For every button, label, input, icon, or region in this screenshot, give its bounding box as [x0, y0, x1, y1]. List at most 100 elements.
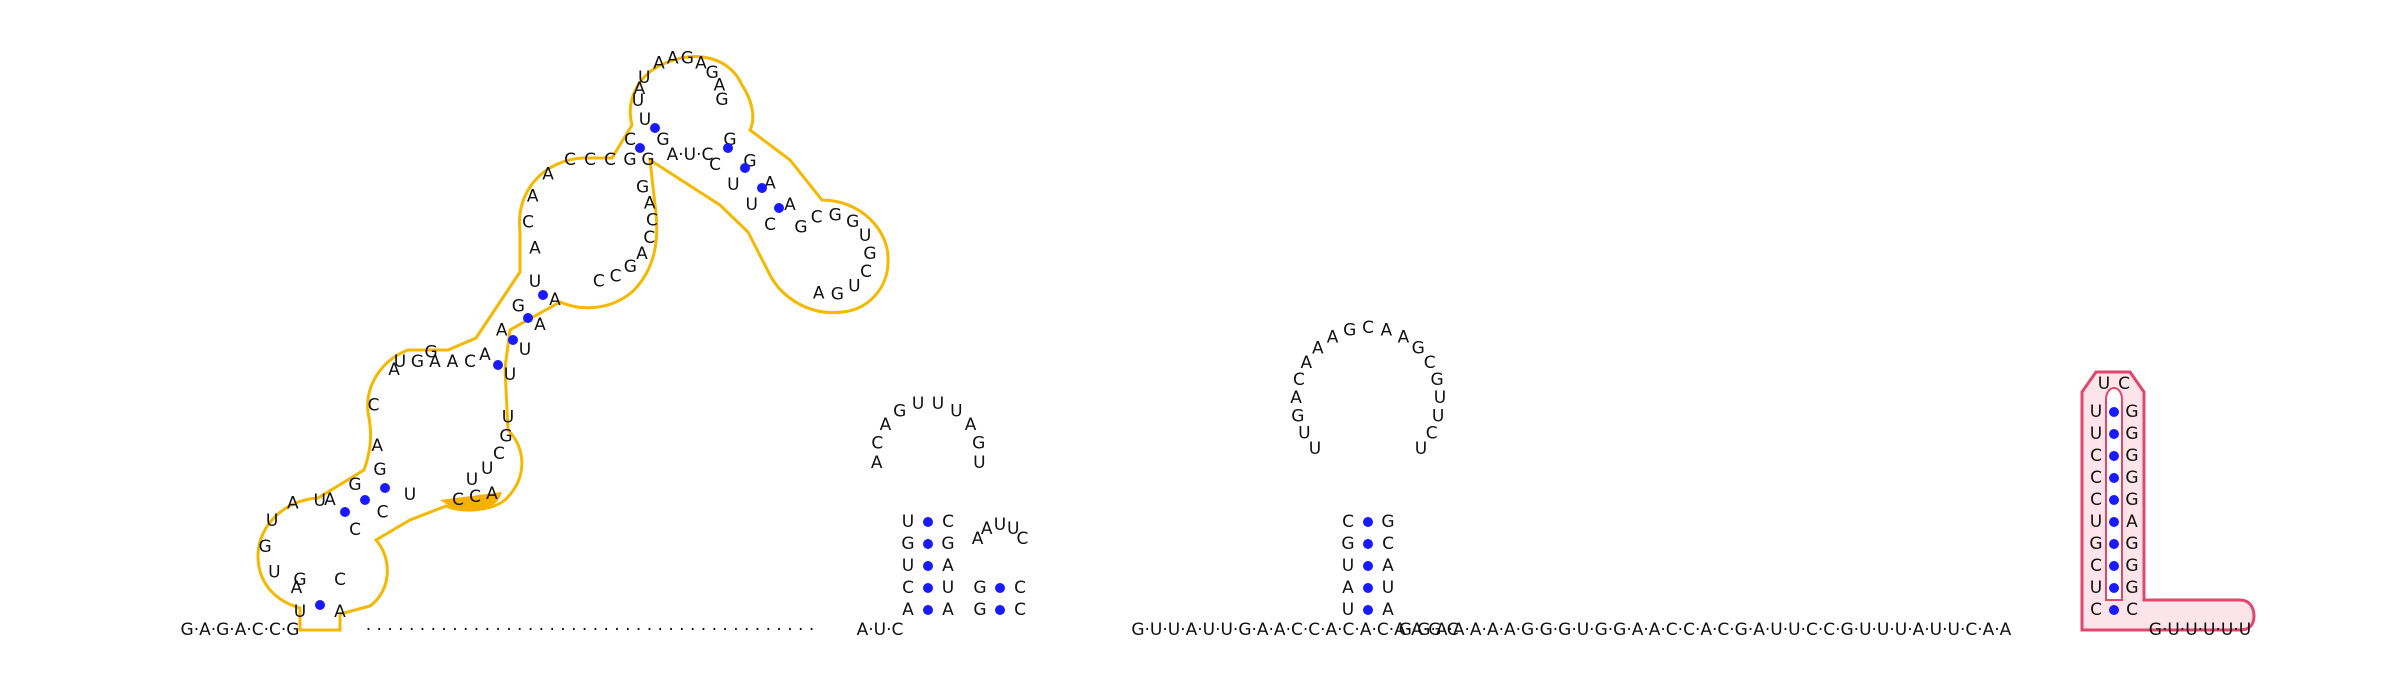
- hp3-loop: C: [1362, 318, 1374, 338]
- h1-stem3: A: [334, 602, 346, 622]
- hp3-stem5: U: [1342, 600, 1354, 620]
- s5-3: U: [727, 175, 739, 195]
- hp2-stem5: G: [973, 600, 986, 620]
- hp3-stem3: A: [1382, 556, 1394, 576]
- terminator-stem5: C: [2090, 446, 2102, 466]
- hp2-loop: C: [1017, 529, 1029, 549]
- basepair-dot: [1363, 605, 1373, 615]
- terminator-stem3: A: [2126, 512, 2138, 532]
- s3-5: U: [529, 272, 541, 292]
- basepair-dot: [340, 507, 350, 517]
- ml-top: G: [681, 49, 694, 69]
- il2-3: U: [466, 470, 478, 490]
- il2-top: C: [464, 352, 476, 372]
- il3-3: C: [643, 228, 655, 248]
- basepair-dot: [923, 605, 933, 615]
- h1-loop: G: [258, 537, 271, 557]
- h1-loop: U: [266, 511, 278, 531]
- hp3-loop: G: [1343, 320, 1356, 340]
- s5-3: C: [764, 215, 776, 235]
- hp3-stem5: U: [1342, 556, 1354, 576]
- basepair-dot: [740, 163, 750, 173]
- terminator-outline: [2080, 370, 2256, 632]
- s4-5: C: [624, 130, 636, 150]
- hp3-loop: U: [1415, 439, 1427, 459]
- il3-top: C: [584, 150, 596, 170]
- s2-5: A: [324, 490, 336, 510]
- hp3-stem3: C: [1382, 534, 1394, 554]
- highlight-cca: A: [486, 484, 498, 504]
- hp2-stem3: C: [1014, 600, 1026, 620]
- terminator-stem3: C: [2126, 600, 2138, 620]
- basepair-dot: [1363, 517, 1373, 527]
- basepair-dot: [723, 143, 733, 153]
- hp3-loop: G: [1291, 406, 1304, 426]
- baseline-5prime: G·A·G·A·C·C·G: [181, 620, 300, 640]
- s5-3: C: [709, 155, 721, 175]
- terminator-stem3: G: [2125, 490, 2138, 510]
- basepair-dot: [360, 495, 370, 505]
- hp3-loop: A: [1398, 327, 1410, 347]
- s2-3: U: [404, 485, 416, 505]
- hp3-loop: C: [1426, 424, 1438, 444]
- h5-loop: C: [811, 207, 823, 227]
- h1-loop: A: [287, 493, 299, 513]
- hp1-stem3: C: [942, 512, 954, 532]
- hp1-stem5: U: [902, 512, 914, 532]
- hp3-loop: A: [1300, 353, 1312, 373]
- hp3-loop: A: [1380, 320, 1392, 340]
- terminator-stem5: G: [2089, 534, 2102, 554]
- h5-loop: U: [848, 277, 860, 297]
- s3-5: G: [512, 296, 525, 316]
- h5-loop: C: [860, 262, 872, 282]
- il3-5: A: [527, 186, 539, 206]
- s4-5: U: [639, 110, 651, 130]
- h5-loop: G: [794, 217, 807, 237]
- baseline-hp1-tail: A·U·C: [857, 620, 904, 640]
- terminator-loop: C: [2118, 374, 2130, 394]
- hp1-stem3: A: [942, 556, 954, 576]
- terminator-stem5: U: [2090, 512, 2102, 532]
- h5-loop: G: [846, 212, 859, 232]
- basepair-dot: [1363, 583, 1373, 593]
- il2-5: G: [425, 343, 438, 363]
- il2-5: C: [368, 395, 380, 415]
- ml-left: A: [634, 79, 646, 99]
- ml-left: U: [638, 68, 650, 88]
- ml-top: G: [706, 63, 719, 83]
- basepair-dot: [923, 583, 933, 593]
- basepair-dot: [2109, 605, 2119, 615]
- basepair-dot: [2109, 517, 2119, 527]
- hp1-loop: A: [871, 453, 883, 473]
- il3-5: C: [522, 213, 534, 233]
- hp3-loop: A: [1290, 388, 1302, 408]
- hp3-loop: U: [1432, 406, 1444, 426]
- basepair-dot: [923, 539, 933, 549]
- hp1-loop: U: [950, 401, 962, 421]
- terminator-stem5: U: [2090, 424, 2102, 444]
- il2-top: U: [394, 352, 406, 372]
- hp2-loop: U: [1007, 519, 1019, 539]
- il2-top: A: [447, 352, 459, 372]
- s3-5: A: [479, 345, 491, 365]
- s4-3: G: [656, 130, 669, 150]
- hp1-loop: C: [871, 433, 883, 453]
- il3-5: A: [542, 164, 554, 184]
- hp1-loop: U: [912, 394, 924, 414]
- terminator-stem3: G: [2125, 468, 2138, 488]
- basepair-dot: [2109, 561, 2119, 571]
- basepair-dot: [757, 183, 767, 193]
- ml-top: A: [695, 54, 707, 74]
- hp1-loop: G: [972, 433, 985, 453]
- h5-loop: G: [831, 284, 844, 304]
- s2-3: C: [377, 503, 389, 523]
- s5-5: A: [764, 173, 776, 193]
- h1-stem5: U: [294, 602, 306, 622]
- hp3-loop: G: [1431, 370, 1444, 390]
- s3-3: U: [504, 365, 516, 385]
- hp3-loop: A: [1327, 327, 1339, 347]
- highlight-cca: C: [452, 490, 464, 510]
- s4-3: G: [641, 150, 654, 170]
- hp3-stem3: A: [1382, 600, 1394, 620]
- hp3-stem3: U: [1382, 578, 1394, 598]
